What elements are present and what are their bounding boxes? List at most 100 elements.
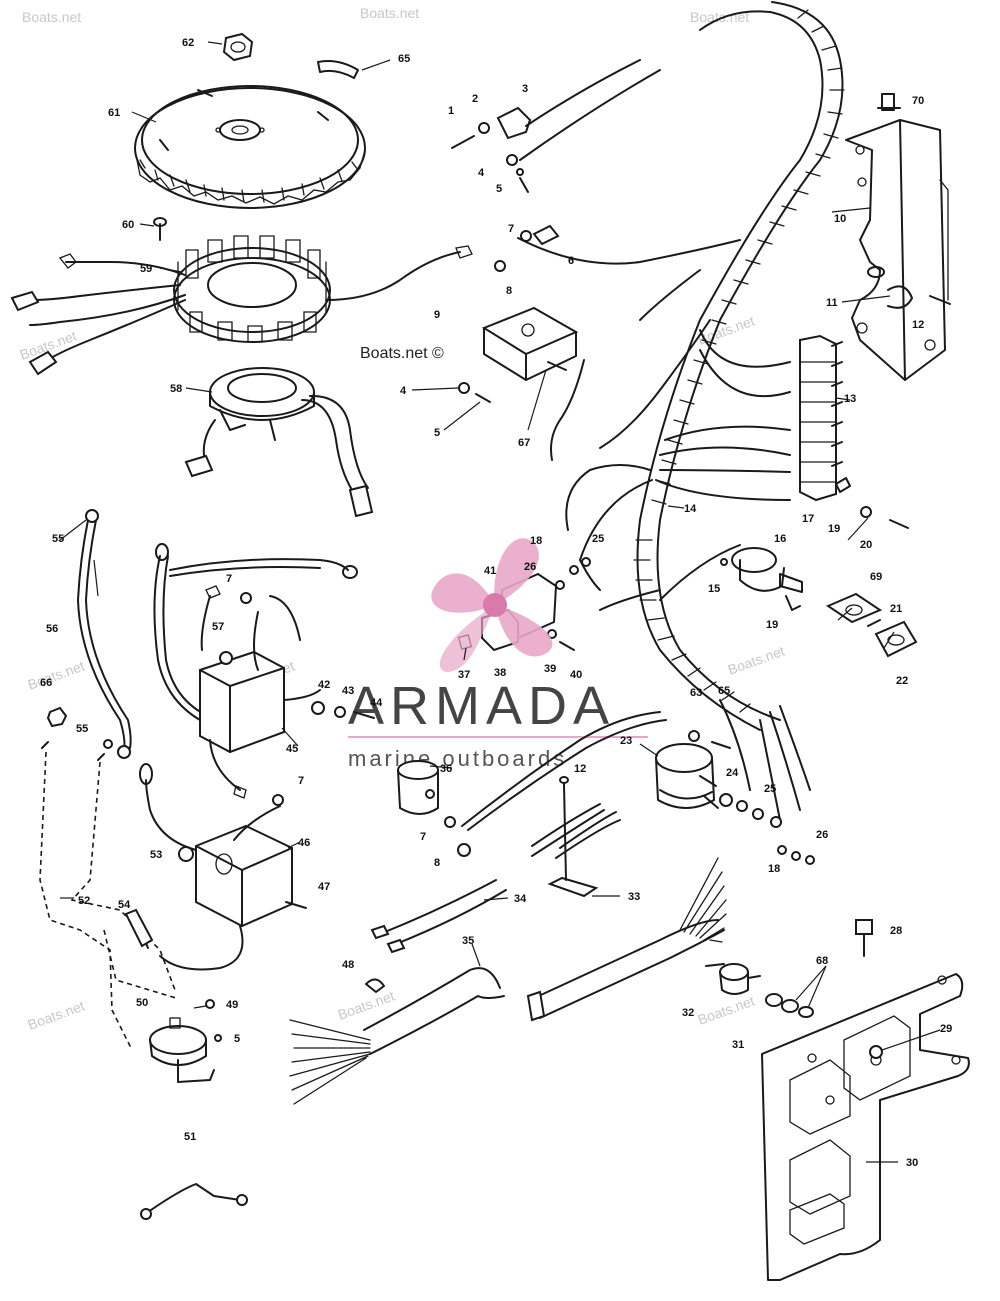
ground-wire xyxy=(77,519,126,751)
callout: 9 xyxy=(434,309,440,321)
stator-lead xyxy=(43,299,186,363)
terminal-block-hardware xyxy=(835,477,909,529)
callout: 51 xyxy=(184,1131,196,1143)
clip-70 xyxy=(877,93,901,111)
callout: 43 xyxy=(342,685,354,697)
callout: 2 xyxy=(472,93,478,105)
callout-labels: 62 65 61 60 59 58 1 2 3 4 5 7 6 8 9 4 5 … xyxy=(40,37,952,1169)
lead-51 xyxy=(147,1183,241,1213)
callout: 29 xyxy=(940,1023,952,1035)
callout: 22 xyxy=(896,675,908,687)
flywheel-nut xyxy=(222,32,254,62)
callout: 19 xyxy=(766,619,778,631)
ignition-switch xyxy=(720,547,803,611)
solenoid-lead xyxy=(461,711,661,827)
stator-lead xyxy=(325,251,461,301)
callout: 25 xyxy=(764,783,776,795)
svg-text:Boats.net: Boats.net xyxy=(26,658,87,693)
callout: 55 xyxy=(76,723,88,735)
callout: 17 xyxy=(802,513,814,525)
callout: 59 xyxy=(140,263,152,275)
callout: 65 xyxy=(718,685,730,697)
rectifier-lead xyxy=(599,319,711,449)
lead-wire xyxy=(525,59,641,127)
callout: 18 xyxy=(768,863,780,875)
callout: 55 xyxy=(52,533,64,545)
flywheel-key xyxy=(317,60,359,79)
rectifier xyxy=(481,306,579,381)
callout: 8 xyxy=(434,857,440,869)
callout: 63 xyxy=(690,687,702,699)
callout: 12 xyxy=(912,319,924,331)
callout: 45 xyxy=(286,743,298,755)
callout: 35 xyxy=(462,935,474,947)
power-pack xyxy=(139,763,307,971)
starter-solenoid xyxy=(655,730,731,809)
callout: 41 xyxy=(484,565,496,577)
mounting-plate xyxy=(761,973,970,1281)
callout: 16 xyxy=(774,533,786,545)
callout: 39 xyxy=(544,663,556,675)
rectifier-lead xyxy=(550,359,585,461)
callout: 24 xyxy=(726,767,739,779)
callout: 8 xyxy=(506,285,512,297)
callout: 52 xyxy=(78,895,90,907)
callout: 31 xyxy=(732,1039,744,1051)
svg-text:Boats.net ©: Boats.net © xyxy=(360,345,444,362)
brand-tagline: marine outboards xyxy=(348,746,567,771)
stator xyxy=(173,235,331,343)
callout: 5 xyxy=(234,1033,240,1045)
callout: 37 xyxy=(458,669,470,681)
callout: 47 xyxy=(318,881,330,893)
screw-28 xyxy=(855,919,873,957)
callout: 7 xyxy=(298,775,304,787)
stator-screw xyxy=(153,217,167,241)
callout: 54 xyxy=(118,899,131,911)
callout: 19 xyxy=(828,523,840,535)
callout: 57 xyxy=(212,621,224,633)
stator-lead xyxy=(65,261,186,276)
solenoid-terminals xyxy=(719,793,815,865)
callout: 7 xyxy=(420,831,426,843)
callout: 6 xyxy=(568,255,574,267)
watermark-layer: Boats.net Boats.net Boats.net Boats.net … xyxy=(18,5,787,1033)
callout: 18 xyxy=(530,535,542,547)
callout: 1 xyxy=(448,105,454,117)
rectifier-hardware xyxy=(458,382,491,403)
svg-text:Boats.net: Boats.net xyxy=(26,998,87,1033)
dashed-leads xyxy=(39,741,177,1051)
callout: 33 xyxy=(628,891,640,903)
callout: 38 xyxy=(494,667,506,679)
callout: 15 xyxy=(708,583,720,595)
capacitor xyxy=(397,760,471,857)
callout: 4 xyxy=(400,385,407,397)
svg-text:Boats.net: Boats.net xyxy=(696,993,757,1028)
callout: 20 xyxy=(860,539,872,551)
leader-lines xyxy=(59,41,941,1163)
callout: 49 xyxy=(226,999,238,1011)
callout: 68 xyxy=(816,955,828,967)
callout: 26 xyxy=(816,829,828,841)
svg-text:Boats.net: Boats.net xyxy=(690,9,749,25)
lower-harness xyxy=(289,857,727,1105)
fuse-holder xyxy=(149,999,222,1083)
battery-cable xyxy=(531,776,621,898)
callout: 23 xyxy=(620,735,632,747)
mounting-bracket xyxy=(845,119,949,381)
washers-68 xyxy=(765,993,814,1018)
nut-66 xyxy=(46,706,68,728)
ignition-coil-harness xyxy=(153,543,358,799)
callout: 14 xyxy=(684,503,697,515)
callout: 61 xyxy=(108,107,120,119)
callout: 46 xyxy=(298,837,310,849)
clip-11 xyxy=(887,285,913,309)
switch-plate xyxy=(825,592,918,658)
svg-text:Boats.net: Boats.net xyxy=(22,9,81,25)
callout: 7 xyxy=(226,573,232,585)
callout: 5 xyxy=(496,183,502,195)
callout: 40 xyxy=(570,669,582,681)
callout: 36 xyxy=(440,763,452,775)
callout: 53 xyxy=(150,849,162,861)
rubber-mount xyxy=(705,963,761,995)
